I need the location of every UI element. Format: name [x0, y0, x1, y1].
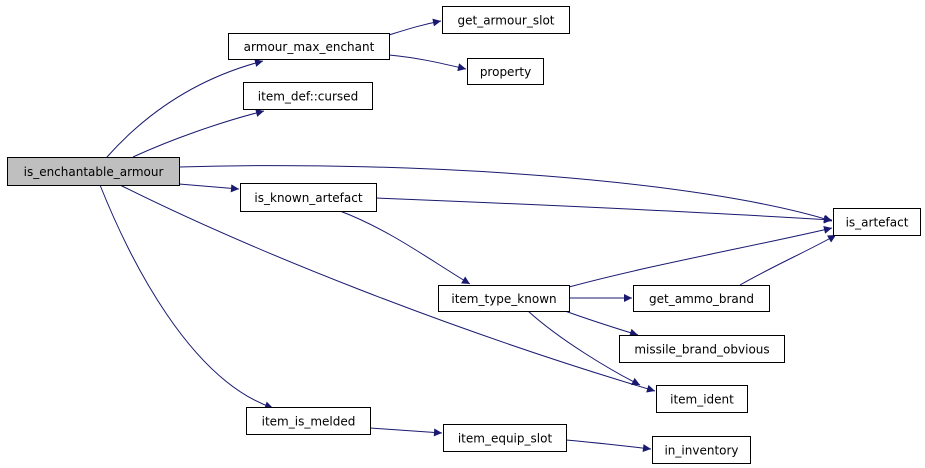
edge-get_ammo_brand-to-is_artefact [739, 234, 837, 286]
edge-item_type_known-to-item_ident [527, 310, 641, 386]
node-label: in_inventory [664, 444, 738, 458]
node-property[interactable]: property [467, 58, 544, 85]
node-is-enchantable-armour[interactable]: is_enchantable_armour [7, 157, 180, 186]
node-box [833, 208, 921, 236]
node-item-equip-slot[interactable]: item_equip_slot [443, 424, 567, 452]
node-box [240, 183, 377, 212]
node-is-artefact[interactable]: is_artefact [833, 208, 921, 236]
node-box [7, 157, 180, 186]
edge-item_equip_slot-to-in_inventory [565, 439, 652, 453]
node-box [633, 285, 770, 312]
edge-item_type_known-to-missile_brand_obvious [564, 310, 639, 337]
node-get-ammo-brand[interactable]: get_ammo_brand [633, 285, 770, 312]
node-label: get_armour_slot [458, 14, 555, 28]
node-box [442, 6, 570, 34]
node-label: item_equip_slot [458, 432, 553, 446]
edge-is_known_artefact-to-is_artefact [375, 197, 833, 224]
node-box [656, 385, 748, 413]
node-box [443, 424, 567, 452]
node-armour-max-enchant[interactable]: armour_max_enchant [228, 33, 390, 60]
node-item-type-known[interactable]: item_type_known [438, 285, 570, 312]
node-label: is_enchantable_armour [24, 165, 164, 179]
node-label: get_ammo_brand [649, 292, 754, 306]
node-box [619, 335, 785, 363]
edge-item_is_melded-to-item_equip_slot [369, 427, 443, 437]
node-label: is_known_artefact [254, 191, 362, 205]
node-label: item_type_known [451, 292, 556, 306]
node-label: armour_max_enchant [244, 40, 375, 54]
node-box [652, 436, 751, 464]
node-label: is_artefact [846, 216, 909, 230]
edge-is_enchantable_armour-to-is_artefact [178, 165, 833, 223]
node-label: item_ident [670, 393, 734, 407]
edge-armour_max_enchant-to-get_armour_slot [388, 18, 442, 36]
node-label: property [480, 65, 531, 79]
edge-is_enchantable_armour-to-item_is_melded [99, 184, 274, 410]
node-box [467, 58, 544, 85]
node-box [228, 33, 390, 60]
node-is-known-artefact[interactable]: is_known_artefact [240, 183, 377, 212]
node-box [243, 82, 373, 110]
edge-is_enchantable_armour-to-item_def_cursed [132, 109, 265, 158]
node-box [438, 285, 570, 312]
node-item-is-melded[interactable]: item_is_melded [246, 407, 371, 435]
edge-is_known_artefact-to-item_type_known [339, 210, 471, 285]
node-label: item_def::cursed [258, 90, 358, 104]
edge-armour_max_enchant-to-property [388, 54, 467, 72]
node-label: missile_brand_obvious [634, 343, 769, 357]
node-box [246, 407, 371, 435]
node-get-armour-slot[interactable]: get_armour_slot [442, 6, 570, 34]
edge-item_type_known-to-is_artefact [568, 225, 833, 288]
node-item-def-cursed[interactable]: item_def::cursed [243, 82, 373, 110]
edge-is_enchantable_armour-to-is_known_artefact [178, 183, 240, 193]
node-item-ident[interactable]: item_ident [656, 385, 748, 413]
edge-is_enchantable_armour-to-armour_max_enchant [106, 59, 264, 158]
node-label: item_is_melded [262, 415, 356, 429]
node-in-inventory[interactable]: in_inventory [652, 436, 751, 464]
node-missile-brand-obvious[interactable]: missile_brand_obvious [619, 335, 785, 363]
edge-is_enchantable_armour-to-item_ident [119, 184, 656, 393]
